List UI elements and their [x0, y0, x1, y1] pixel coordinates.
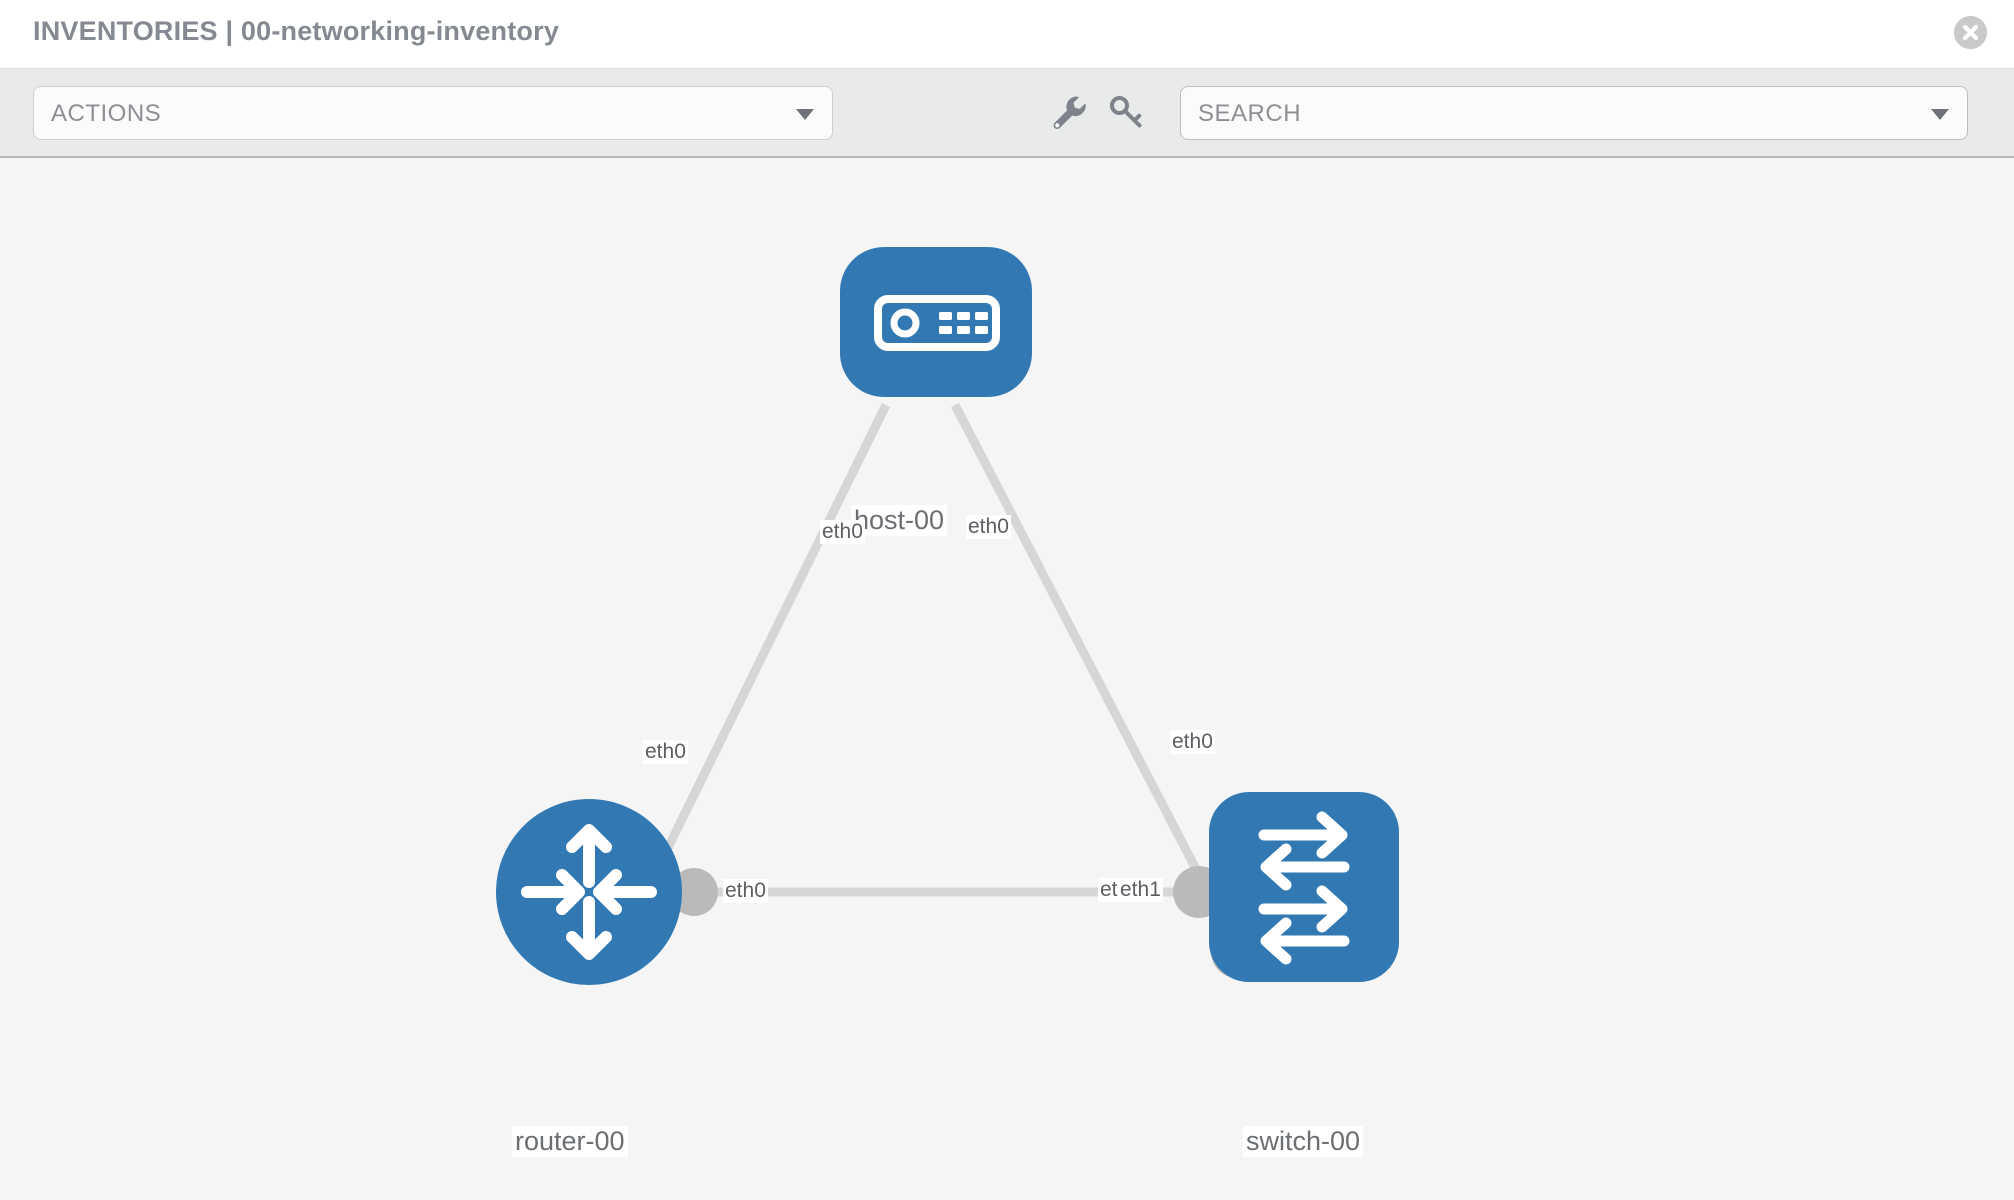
wrench-icon[interactable]	[1048, 91, 1090, 133]
port-label-switch-left-b: eth1	[1118, 878, 1163, 903]
node-router-00[interactable]	[496, 799, 682, 985]
node-label-switch-00: switch-00	[1243, 1126, 1364, 1158]
node-switch-00[interactable]	[1209, 792, 1399, 982]
router-arrows-icon	[521, 824, 657, 960]
chevron-down-icon[interactable]	[1931, 109, 1949, 120]
port-label-host-left: eth0	[820, 520, 865, 545]
node-label-host-00: host-00	[851, 505, 948, 537]
port-label-router-right: eth0	[723, 879, 768, 904]
page-header: INVENTORIES | 00-networking-inventory	[0, 0, 2014, 68]
port-label-router-up: eth0	[643, 740, 688, 765]
search-placeholder: SEARCH	[1198, 100, 1302, 127]
page-title: INVENTORIES | 00-networking-inventory	[33, 16, 560, 46]
link-host-switch	[951, 402, 1242, 953]
close-icon[interactable]	[1954, 16, 1987, 49]
port-label-switch-up: eth0	[1170, 730, 1215, 755]
toolbar: ACTIONS SEARCH	[0, 68, 2014, 158]
server-icon	[874, 295, 1000, 351]
actions-dropdown-label: ACTIONS	[51, 100, 162, 127]
actions-dropdown[interactable]: ACTIONS	[33, 86, 833, 140]
node-host-00[interactable]	[840, 247, 1032, 397]
port-router-right	[670, 868, 718, 916]
topology-graph	[496, 247, 1399, 985]
switch-arrows-icon	[1258, 811, 1350, 965]
search-input[interactable]: SEARCH	[1180, 86, 1968, 140]
port-label-host-right: eth0	[966, 515, 1011, 540]
node-label-router-00: router-00	[512, 1126, 628, 1158]
chevron-down-icon	[796, 109, 814, 120]
topology-links	[620, 402, 1242, 953]
key-icon[interactable]	[1105, 91, 1147, 133]
topology-canvas[interactable]: host-00 router-00 switch-00 eth0 eth0 et…	[0, 160, 2014, 1200]
